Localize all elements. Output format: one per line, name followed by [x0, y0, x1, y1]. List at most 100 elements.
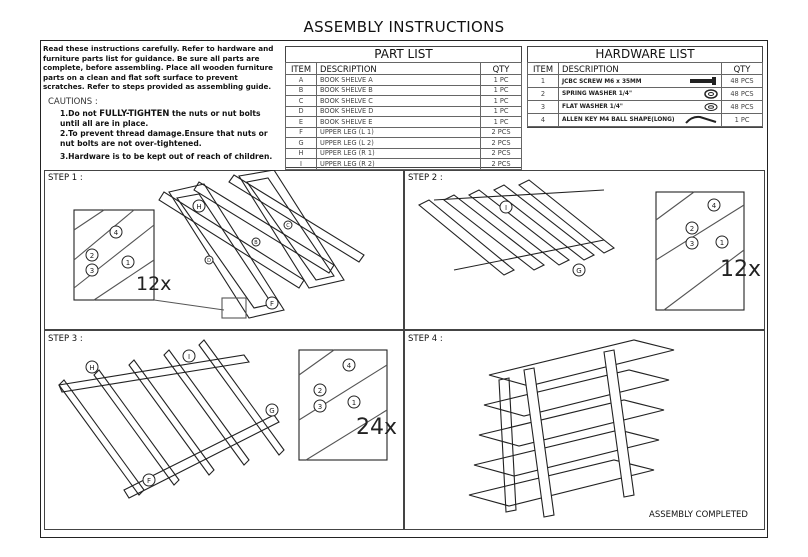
- part-description: UPPER LEG (L 2): [316, 137, 481, 149]
- step-3-callout-4: 4: [347, 362, 352, 370]
- step-1-panel: [44, 170, 404, 330]
- hardware-description-text: SPRING WASHER 1/4": [562, 91, 632, 97]
- hardware-item: 2: [527, 87, 559, 101]
- hardware-qty: 1 PC: [721, 113, 763, 127]
- step-1-callout-1: 1: [126, 259, 130, 267]
- step-4-label: STEP 4 :: [408, 334, 443, 344]
- step-2-callout-1: 1: [720, 239, 724, 247]
- part-description: UPPER LEG (L 1): [316, 126, 481, 138]
- step-3-callout-1: 1: [352, 399, 356, 407]
- part-description: BOOK SHELVE A: [316, 74, 481, 86]
- step-1-callout-3: 3: [90, 267, 94, 275]
- part-qty: 2 PCS: [480, 137, 522, 149]
- step-3-panel: [44, 330, 404, 530]
- caution-1: 1.Do not FULLY-TIGHTEN the nuts or nut b…: [60, 108, 280, 128]
- hardware-description-text: JCBC SCREW M6 x 35MM: [562, 79, 642, 85]
- part-description: BOOK SHELVE C: [316, 95, 481, 107]
- step-3-count: 24x: [356, 415, 397, 440]
- screw-icon: [688, 77, 718, 85]
- part-qty: 2 PCS: [480, 158, 522, 170]
- step-2-panel: [404, 170, 765, 330]
- caution-2: 2.To prevent thread damage.Ensure that n…: [60, 129, 268, 148]
- step-1-part-h: H: [196, 203, 201, 211]
- part-description: UPPER LEG (R 1): [316, 147, 481, 159]
- part-qty: 2 PCS: [480, 126, 522, 138]
- caution-1-post: the nuts or nut bolts until all are in p…: [60, 109, 261, 128]
- part-item: F: [285, 126, 317, 138]
- hardware-description: JCBC SCREW M6 x 35MM: [558, 74, 722, 88]
- hardware-header-item: ITEM: [527, 62, 559, 75]
- part-item: D: [285, 105, 317, 117]
- part-header-qty: QTY: [480, 62, 522, 75]
- step-3-label: STEP 3 :: [48, 334, 83, 344]
- step-4-panel: [404, 330, 765, 530]
- hardware-description-text: FLAT WASHER 1/4": [562, 104, 623, 110]
- part-qty: 2 PCS: [480, 147, 522, 159]
- caution-1-bold: FULLY-TIGHTEN: [99, 108, 170, 118]
- step-2-callout-4: 4: [712, 202, 717, 210]
- step-2-illustration: I G 4 1 2 3 12x: [417, 179, 761, 311]
- step-2-detail-inset: [655, 191, 745, 311]
- step-3-part-f: F: [147, 477, 151, 485]
- part-qty: 1 PC: [480, 116, 522, 128]
- part-list-title: PART LIST: [374, 47, 433, 61]
- step-3-part-h: H: [89, 364, 94, 372]
- step-2-callout-3: 3: [690, 240, 694, 248]
- intro-text: Read these instructions carefully. Refer…: [43, 44, 274, 92]
- part-qty: 1 PC: [480, 105, 522, 117]
- allen-key-icon: [684, 115, 718, 125]
- caution-1-pre: 1.Do not: [60, 109, 100, 118]
- step-2-part-i: I: [505, 204, 507, 212]
- part-item: C: [285, 95, 317, 107]
- caution-3: 3.Hardware is to be kept out of reach of…: [60, 152, 273, 161]
- hardware-header-qty: QTY: [721, 62, 763, 75]
- hardware-item: 1: [527, 74, 559, 88]
- step-2-part-g: G: [576, 267, 581, 275]
- step-1-part-f: F: [270, 300, 274, 308]
- hardware-qty: 48 PCS: [721, 87, 763, 101]
- hardware-list-title: HARDWARE LIST: [595, 47, 695, 61]
- flat-washer-icon: [704, 102, 718, 112]
- part-header-description: DESCRIPTION: [316, 62, 481, 75]
- spring-washer-icon: [704, 89, 718, 99]
- part-item: E: [285, 116, 317, 128]
- page-title: ASSEMBLY INSTRUCTIONS: [303, 18, 505, 36]
- assembly-completed-label: ASSEMBLY COMPLETED: [649, 510, 748, 520]
- step-3-callout-3: 3: [318, 403, 322, 411]
- hardware-qty: 48 PCS: [721, 100, 763, 114]
- step-2-callout-2: 2: [690, 225, 694, 233]
- part-description: BOOK SHELVE D: [316, 105, 481, 117]
- document-frame: [40, 40, 768, 538]
- step-1-callout-2: 2: [90, 252, 94, 260]
- step-1-label: STEP 1 :: [48, 173, 83, 183]
- step-1-part-c: C: [286, 223, 290, 229]
- hardware-header-description: DESCRIPTION: [558, 62, 722, 75]
- hardware-description: FLAT WASHER 1/4": [558, 100, 722, 114]
- step-1-part-b: B: [254, 240, 258, 246]
- cautions-heading: CAUTIONS :: [48, 97, 98, 107]
- step-1-count: 12x: [136, 273, 171, 295]
- step-3-illustration: H I G F 4 1 2 3 24x: [58, 339, 397, 499]
- part-item: H: [285, 147, 317, 159]
- part-qty: 1 PC: [480, 84, 522, 96]
- part-item: A: [285, 74, 317, 86]
- hardware-item: 4: [527, 113, 559, 127]
- part-qty: 1 PC: [480, 74, 522, 86]
- step-3-callout-2: 2: [318, 387, 322, 395]
- part-header-item: ITEM: [285, 62, 317, 75]
- hardware-description: SPRING WASHER 1/4": [558, 87, 722, 101]
